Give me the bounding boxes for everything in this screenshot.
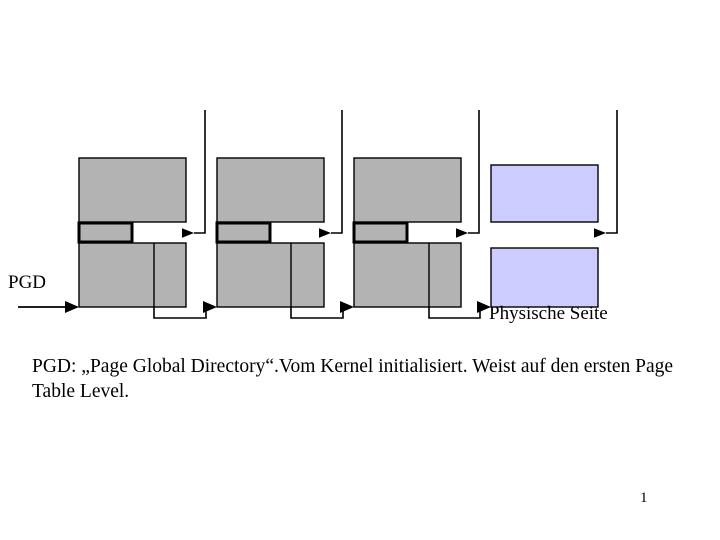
physical-page-column (490, 164, 599, 308)
forward-connector-1 (153, 301, 217, 319)
page-table-level-3 (352, 157, 462, 308)
return-connector-2 (319, 110, 343, 238)
page-number: 1 (640, 490, 648, 506)
slide-caption: PGD: „Page Global Directory“.Vom Kernel … (32, 356, 674, 402)
return-connector-1 (182, 110, 206, 238)
page-table-level-1 (77, 157, 187, 308)
forward-arrowhead-1 (203, 301, 217, 313)
level-1-lower-block (78, 242, 187, 308)
return-connector-4 (594, 110, 618, 238)
return-arrowhead-1 (182, 228, 194, 238)
level-3-entry-bar (352, 221, 409, 244)
level-3-upper-block (353, 157, 462, 223)
forward-connector-3 (428, 301, 491, 319)
pgd-label: PGD (8, 272, 47, 293)
forward-connector-2 (290, 301, 354, 319)
return-arrowhead-4 (594, 228, 606, 238)
forward-arrowhead-3 (477, 301, 491, 313)
level-2-entry-bar (215, 221, 272, 244)
level-1-upper-block (78, 157, 187, 223)
page-table-level-2 (215, 157, 325, 308)
physical-page-label: Physische Seite (489, 303, 608, 324)
return-connector-3 (456, 110, 480, 238)
level-2-upper-block (216, 157, 325, 223)
return-arrowhead-2 (319, 228, 331, 238)
level-2-lower-block (216, 242, 325, 308)
forward-arrowhead-2 (340, 301, 354, 313)
physical-page-lower-block (490, 247, 599, 308)
return-arrowhead-3 (456, 228, 468, 238)
level-3-lower-block (353, 242, 462, 308)
pgd-arrowhead (65, 301, 79, 313)
level-1-entry-bar (77, 221, 134, 244)
pgd-entry-arrow (18, 301, 79, 313)
physical-page-upper-block (490, 164, 599, 223)
